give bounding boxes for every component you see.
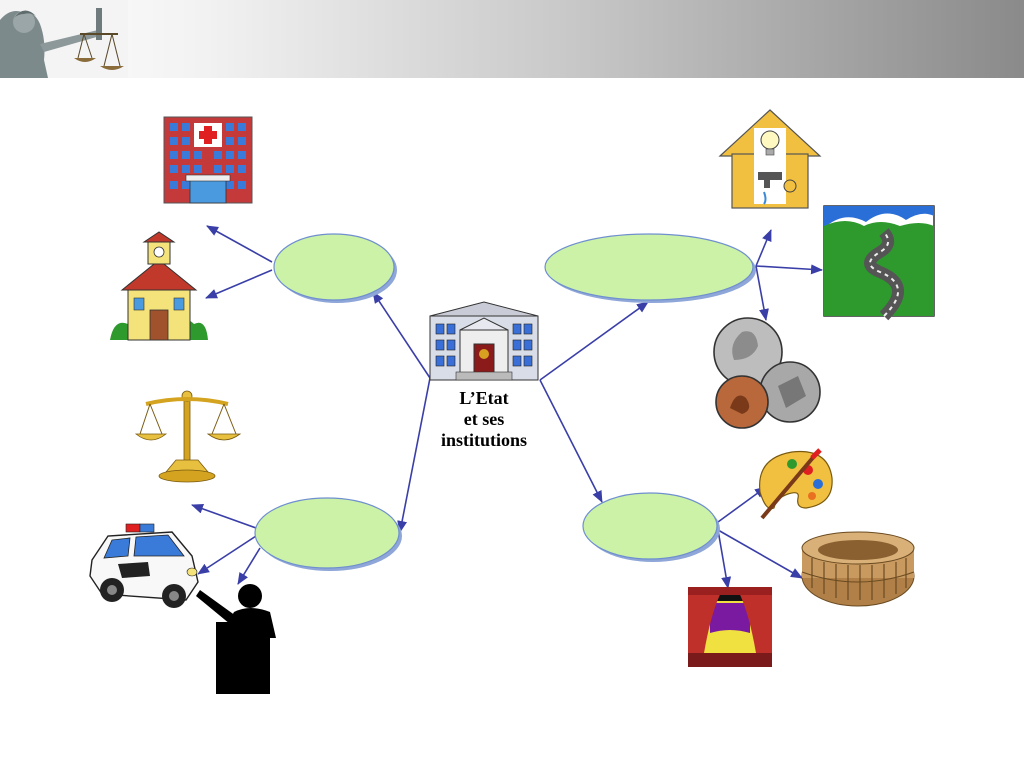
colosseum-icon xyxy=(801,531,915,607)
arrow-center-topleft xyxy=(372,291,431,379)
arrow-tl-school xyxy=(205,269,273,299)
arrows xyxy=(191,225,823,589)
ellipse-bottom-right xyxy=(582,492,720,562)
arrow-tr-house xyxy=(755,229,772,267)
center-label: L’Etat et ses institutions xyxy=(418,388,550,451)
coins-icon xyxy=(713,317,821,429)
paint-palette-icon xyxy=(759,448,833,520)
arrow-tr-coins xyxy=(755,265,769,321)
speaker-podium-icon xyxy=(196,584,276,694)
hospital-icon xyxy=(163,116,253,204)
arrow-bl-speaker xyxy=(237,547,261,585)
house-utilities-icon xyxy=(718,109,822,209)
road-landscape-icon xyxy=(823,205,935,321)
arrow-tr-road xyxy=(755,264,823,275)
ellipse-top-left xyxy=(273,233,397,303)
arrow-bl-scales xyxy=(191,504,257,529)
police-car-icon xyxy=(89,523,199,608)
header-banner xyxy=(0,0,1024,78)
center-label-line3: institutions xyxy=(440,430,528,450)
arrow-br-colosseum xyxy=(717,529,803,579)
justice-statue-icon xyxy=(0,0,128,78)
arrow-center-bottomleft xyxy=(397,377,431,533)
school-icon xyxy=(110,231,208,341)
arrow-br-theater xyxy=(717,529,732,589)
center-label-line2: et ses xyxy=(463,409,505,429)
arrow-br-palette xyxy=(717,486,767,523)
ellipse-bottom-left xyxy=(254,497,402,571)
center-label-line1: L’Etat xyxy=(459,388,509,408)
ellipse-top-right xyxy=(544,233,756,303)
arrow-bl-car xyxy=(197,535,257,575)
arrow-center-topright xyxy=(539,301,649,381)
arrow-center-bottomright xyxy=(539,379,603,503)
arrow-tl-hospital xyxy=(206,225,273,263)
theater-stage-icon xyxy=(688,587,772,667)
government-building-icon xyxy=(429,301,539,381)
scales-icon xyxy=(134,390,242,483)
